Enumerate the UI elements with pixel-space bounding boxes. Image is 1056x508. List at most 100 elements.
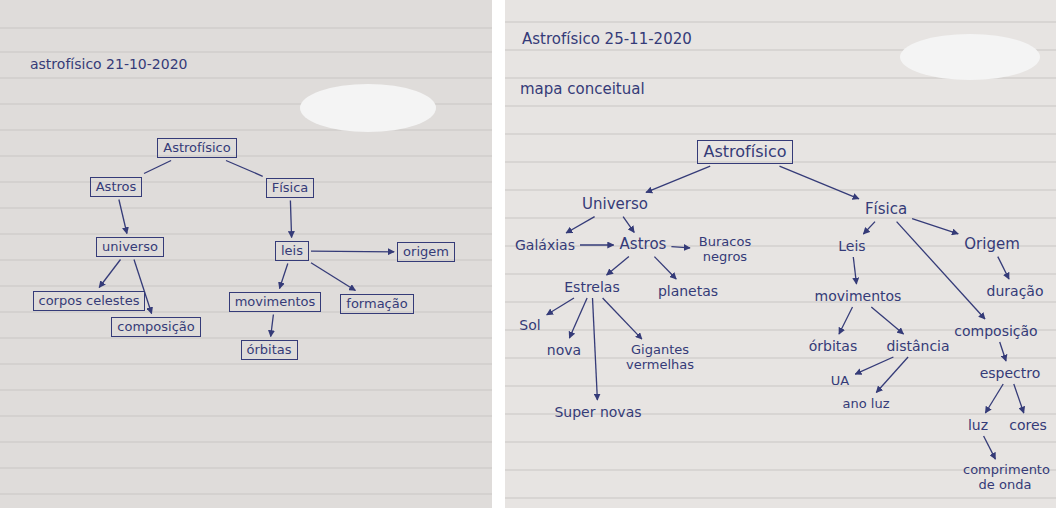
concept-word: Sol bbox=[516, 316, 543, 334]
connector bbox=[547, 298, 574, 315]
concept-text: órbitas bbox=[247, 343, 292, 358]
concept-text: Leis bbox=[838, 238, 865, 254]
connector bbox=[623, 217, 634, 233]
concept-text: composição bbox=[954, 323, 1037, 339]
connector bbox=[580, 244, 614, 245]
connector bbox=[985, 384, 1003, 413]
connector bbox=[144, 161, 171, 174]
concept-word: composição bbox=[951, 322, 1040, 340]
concept-text: Estrelas bbox=[564, 279, 619, 295]
concept-text: Universo bbox=[582, 196, 648, 213]
connector bbox=[912, 219, 958, 234]
redaction-blob bbox=[900, 34, 1040, 80]
concept-word: Universo bbox=[579, 195, 651, 214]
concept-box: origem bbox=[397, 242, 455, 263]
concept-box: órbitas bbox=[241, 340, 298, 361]
concept-text: leis bbox=[281, 244, 303, 259]
connector bbox=[780, 166, 859, 199]
concept-word: Galáxias bbox=[512, 236, 578, 254]
connector bbox=[607, 257, 629, 275]
page-heading: Astrofísico 25-11-2020 bbox=[522, 30, 692, 48]
connector bbox=[99, 260, 120, 288]
connector bbox=[671, 247, 690, 248]
connector bbox=[853, 257, 856, 284]
concept-box: movimentos bbox=[229, 292, 322, 313]
concept-word: cores bbox=[1006, 416, 1050, 434]
concept-box: Física bbox=[266, 178, 315, 199]
concept-text: composição bbox=[117, 320, 194, 335]
concept-text: Física bbox=[865, 201, 907, 218]
connector bbox=[863, 222, 875, 234]
concept-text: órbitas bbox=[809, 338, 857, 354]
concept-text: duração bbox=[987, 283, 1044, 299]
concept-word: Astros bbox=[617, 235, 670, 254]
concept-text: Super novas bbox=[554, 404, 641, 420]
connector bbox=[280, 264, 288, 289]
concept-word: Gigantes vermelhas bbox=[621, 342, 699, 374]
concept-box: composição bbox=[111, 317, 200, 338]
connector bbox=[1000, 342, 1006, 361]
concept-text: Astros bbox=[96, 180, 137, 195]
connector bbox=[569, 298, 587, 338]
concept-text: comprimento de onda bbox=[963, 463, 1047, 493]
concept-box: Astrofísico bbox=[157, 138, 236, 159]
concept-text: origem bbox=[403, 245, 449, 260]
concept-text: Astrofísico bbox=[703, 143, 786, 161]
connector bbox=[876, 357, 908, 393]
concept-text: cores bbox=[1009, 417, 1047, 433]
concept-box: universo bbox=[96, 237, 164, 258]
concept-box: leis bbox=[275, 241, 309, 262]
concept-box: Astros bbox=[90, 177, 143, 198]
connector bbox=[311, 263, 355, 291]
page-heading: astrofísico 21-10-2020 bbox=[30, 56, 187, 72]
concept-text: Astros bbox=[620, 236, 667, 253]
concept-text: universo bbox=[102, 240, 158, 255]
concept-word: ano luz bbox=[840, 396, 893, 413]
connector bbox=[646, 166, 710, 192]
connector bbox=[290, 201, 291, 238]
concept-text: nova bbox=[547, 342, 581, 358]
concept-box: formação bbox=[340, 294, 413, 315]
concept-text: movimentos bbox=[815, 288, 902, 304]
concept-text: planetas bbox=[658, 283, 718, 299]
concept-word: espectro bbox=[977, 364, 1044, 382]
connector bbox=[593, 298, 598, 400]
concept-word: UA bbox=[828, 373, 852, 390]
concept-word: órbitas bbox=[806, 337, 860, 355]
concept-text: distância bbox=[886, 338, 949, 354]
concept-word: Buracos negros bbox=[693, 234, 757, 266]
right-page bbox=[505, 0, 1056, 508]
concept-text: luz bbox=[968, 417, 988, 433]
concept-text: Gigantes vermelhas bbox=[624, 343, 696, 373]
concept-word: Leis bbox=[835, 237, 868, 255]
connector bbox=[839, 307, 853, 334]
connector bbox=[311, 250, 394, 252]
connector bbox=[998, 257, 1009, 279]
concept-text: UA bbox=[831, 374, 849, 389]
concept-box: Astrofísico bbox=[697, 140, 792, 164]
concept-text: ano luz bbox=[843, 397, 890, 412]
concept-text: Galáxias bbox=[515, 237, 575, 253]
concept-text: espectro bbox=[980, 365, 1041, 381]
concept-word: comprimento de onda bbox=[960, 462, 1050, 494]
concept-text: Buracos negros bbox=[696, 235, 754, 265]
concept-word: Física bbox=[862, 200, 910, 219]
concept-word: duração bbox=[984, 282, 1047, 300]
concept-text: formação bbox=[346, 297, 407, 312]
concept-word: Estrelas bbox=[561, 278, 622, 296]
page-heading: mapa conceitual bbox=[520, 80, 645, 98]
connector bbox=[855, 357, 893, 374]
concept-text: corpos celestes bbox=[39, 294, 140, 309]
concept-word: planetas bbox=[655, 282, 721, 300]
concept-word: Super novas bbox=[551, 403, 644, 421]
connector bbox=[654, 257, 676, 279]
redaction-blob bbox=[300, 84, 436, 132]
left-page bbox=[0, 0, 492, 508]
ruled-lines bbox=[0, 22, 1056, 498]
concept-text: Física bbox=[272, 181, 309, 196]
connector bbox=[1014, 384, 1024, 413]
concept-word: luz bbox=[965, 416, 991, 434]
concept-text: Astrofísico bbox=[163, 141, 230, 156]
concept-text: Sol bbox=[519, 317, 540, 333]
